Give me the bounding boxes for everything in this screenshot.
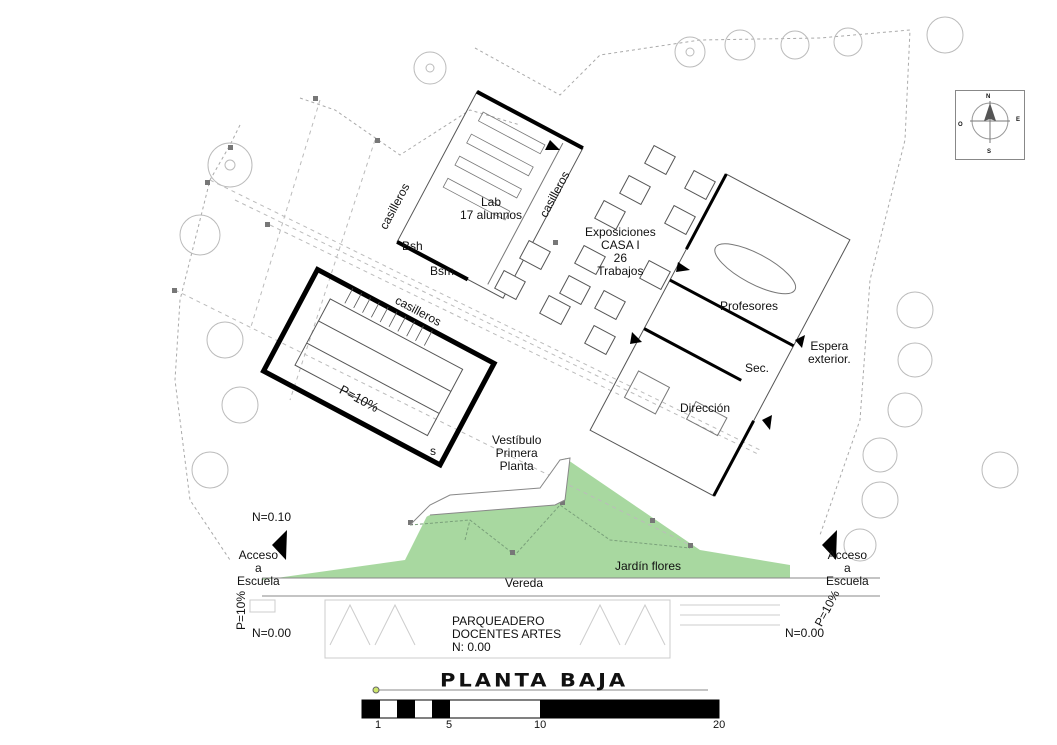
label-bsm: Bsm <box>430 264 454 278</box>
grid-posts <box>172 96 693 555</box>
exhibition-tables <box>494 144 716 356</box>
compass-s: S <box>987 149 992 155</box>
compass-icon <box>970 101 1010 143</box>
scale-tick-20: 20 <box>713 719 726 731</box>
scale-tick-10: 10 <box>534 719 547 731</box>
label-jardin: Jardín flores <box>615 559 682 573</box>
north-compass: N S E O <box>955 90 1025 160</box>
scale-bar <box>361 686 720 719</box>
flower-garden <box>262 458 790 580</box>
compass-n: N <box>986 94 991 100</box>
right-level-bottom: N=0.00 <box>785 626 825 640</box>
ramp-block <box>260 266 498 469</box>
admin-block <box>589 173 851 497</box>
label-profesores: Profesores <box>720 299 779 313</box>
left-slope: P=10% <box>234 590 249 631</box>
trees <box>179 16 1019 562</box>
scale-tick-5: 5 <box>446 719 453 731</box>
plan-title: PLANTA BAJA <box>440 669 629 691</box>
scale-tick-1: 1 <box>375 719 382 731</box>
grid-lines <box>174 99 761 546</box>
entry-arrows <box>272 140 837 560</box>
sidewalk <box>262 577 880 597</box>
compass-e: E <box>1016 117 1021 123</box>
lab-block <box>396 90 584 299</box>
label-vereda: Vereda <box>505 576 544 590</box>
site-boundary <box>174 29 911 561</box>
label-bsh: Bsh <box>402 239 423 253</box>
left-level-top: N=0.10 <box>252 510 292 524</box>
vestibule-walk <box>409 457 571 526</box>
garden-paths <box>409 504 691 556</box>
parking-stalls <box>249 599 780 659</box>
left-level-bottom: N=0.00 <box>252 626 292 640</box>
label-ramp-s: s <box>430 444 436 458</box>
compass-o: O <box>958 122 963 128</box>
label-direccion: Dirección <box>680 401 731 415</box>
label-secretaria: Sec. <box>745 361 770 375</box>
